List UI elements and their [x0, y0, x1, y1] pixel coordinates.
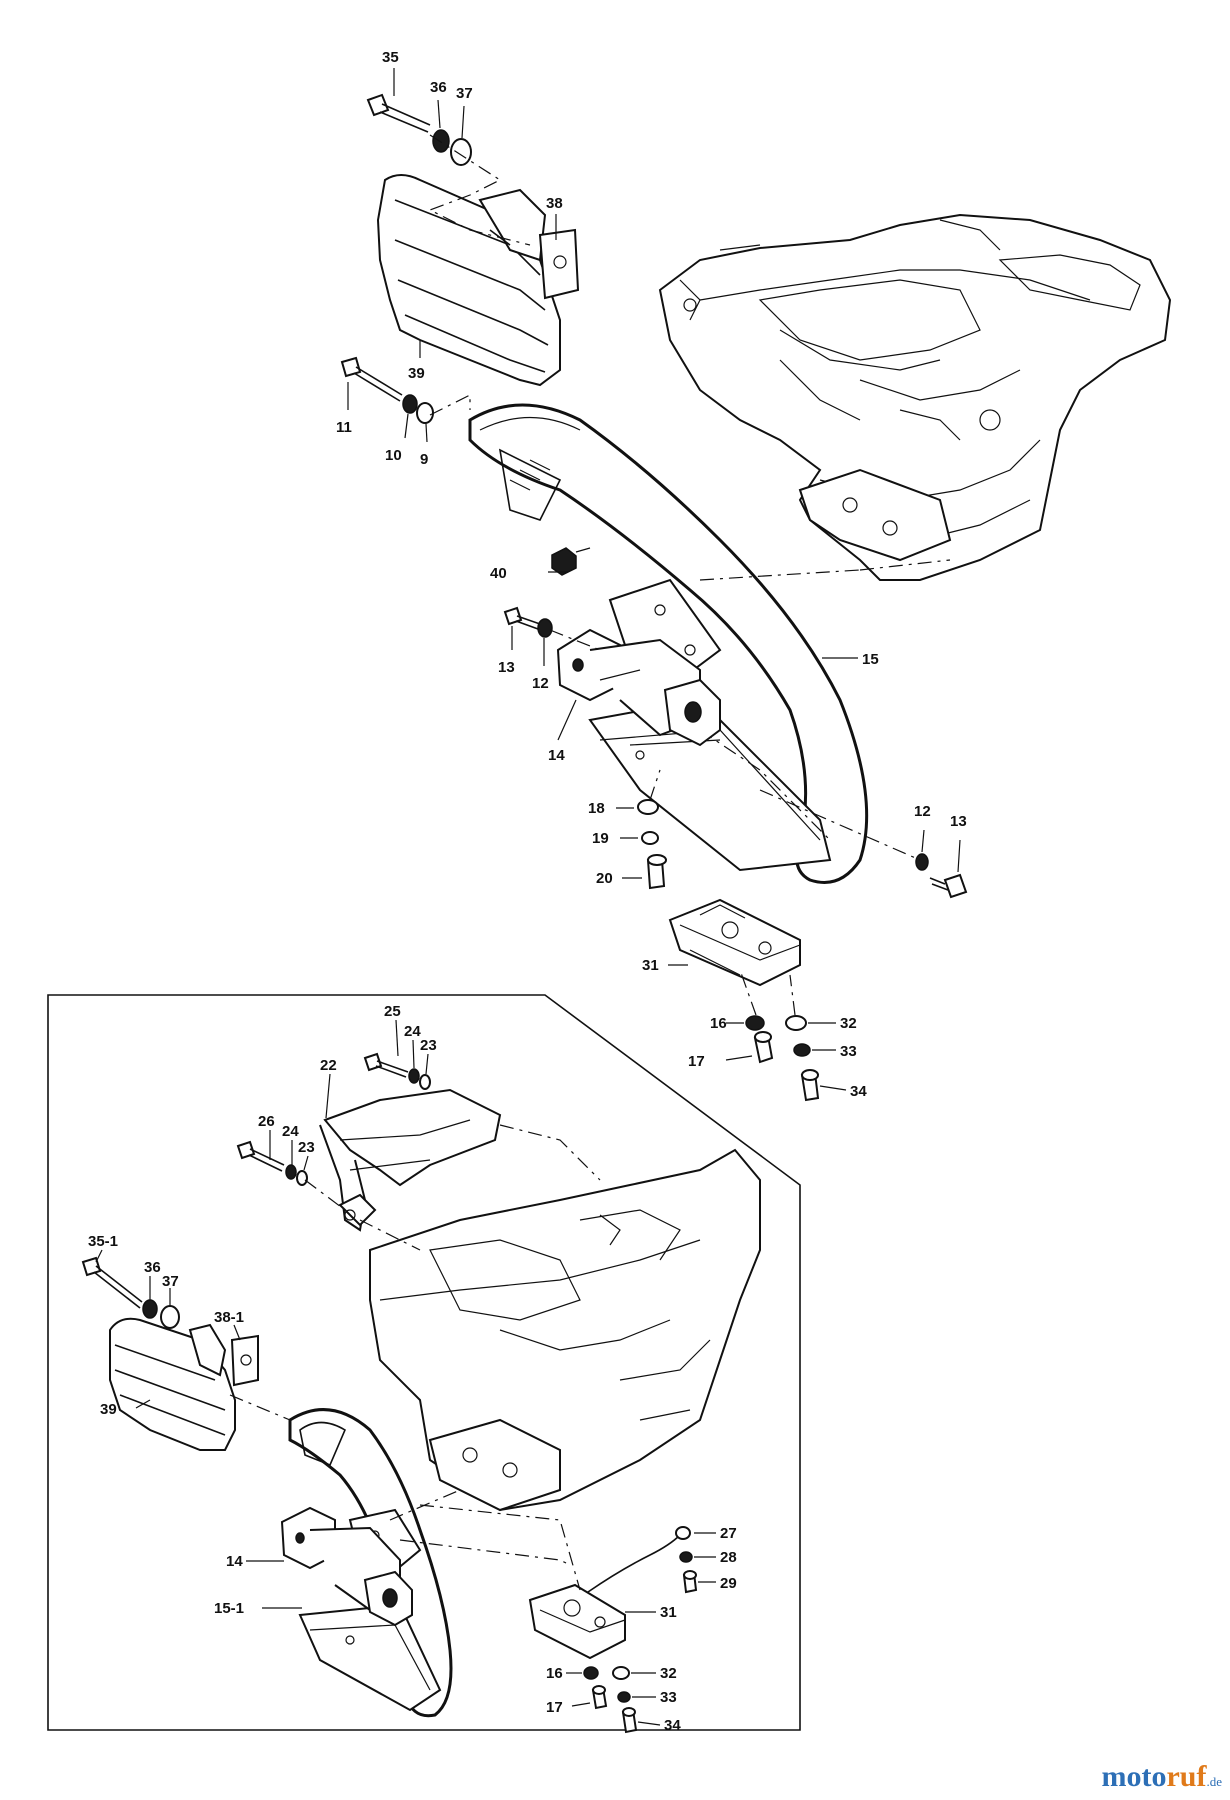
- label-39: 39: [408, 365, 425, 382]
- label-33: 33: [840, 1043, 857, 1060]
- label-40: 40: [490, 565, 507, 582]
- engine-housing: [658, 213, 1172, 581]
- label-10: 10: [385, 447, 402, 464]
- bracket-31-upper: [668, 898, 801, 987]
- bracket-31-inset: [419, 1504, 681, 1660]
- watermark-domain: .de: [1206, 1774, 1222, 1789]
- watermark-logo: motoruf.de: [1101, 1760, 1222, 1794]
- hand-guard-inset: [109, 1317, 291, 1451]
- bolt-13-left: [503, 606, 601, 651]
- label-39-inset: 39: [100, 1401, 117, 1418]
- label-38: 38: [546, 195, 563, 212]
- label-12: 12: [532, 675, 549, 692]
- label-18: 18: [588, 800, 605, 817]
- nut-40: [551, 547, 577, 576]
- label-31: 31: [642, 957, 659, 974]
- label-29: 29: [720, 1575, 737, 1592]
- label-14-inset: 14: [226, 1553, 243, 1570]
- label-16-inset: 16: [546, 1665, 563, 1682]
- label-32-inset: 32: [660, 1665, 677, 1682]
- label-13-right: 13: [950, 813, 967, 830]
- label-14: 14: [548, 747, 565, 764]
- bracket-14: [556, 628, 721, 747]
- fasteners-18-20: [637, 769, 667, 890]
- label-11: 11: [336, 419, 352, 436]
- label-22: 22: [320, 1057, 337, 1074]
- bolt-35-1: [81, 1256, 180, 1329]
- label-35-1: 35-1: [88, 1233, 118, 1250]
- label-15: 15: [862, 651, 879, 668]
- label-15-1: 15-1: [214, 1600, 244, 1617]
- label-31-inset: 31: [660, 1604, 677, 1621]
- labels-upper: 35 36 37 38 39 11 10 9 40 13 12 14 15 12…: [336, 49, 967, 1100]
- lower-assembly: 25 24 23 22 26 24 23 35-1 36 37 38-1 39 …: [47, 994, 801, 1734]
- label-24: 24: [404, 1023, 421, 1040]
- inset-border: [47, 994, 801, 1731]
- upper-assembly: 35 36 37 38 39 11 10 9 40 13 12 14 15 12…: [336, 49, 1172, 1102]
- label-12-right: 12: [914, 803, 931, 820]
- label-16: 16: [710, 1015, 727, 1032]
- label-28: 28: [720, 1549, 737, 1566]
- label-36-inset: 36: [144, 1259, 161, 1276]
- label-33-inset: 33: [660, 1689, 677, 1706]
- label-13: 13: [498, 659, 515, 676]
- label-36: 36: [430, 79, 447, 96]
- label-24-lower: 24: [282, 1123, 299, 1140]
- engine-housing-inset: [369, 1148, 761, 1512]
- label-26: 26: [258, 1113, 275, 1130]
- bolt-11: [340, 356, 471, 424]
- label-25: 25: [384, 1003, 401, 1020]
- label-34: 34: [850, 1083, 867, 1100]
- label-37: 37: [456, 85, 473, 102]
- label-23-lower: 23: [298, 1139, 315, 1156]
- watermark-moto: moto: [1101, 1760, 1167, 1793]
- bolt-35: [366, 93, 531, 246]
- label-19: 19: [592, 830, 609, 847]
- bolt-13-right: [759, 789, 968, 899]
- fasteners-27-29: [675, 1526, 698, 1594]
- labels-inset: 25 24 23 22 26 24 23 35-1 36 37 38-1 39 …: [88, 1003, 737, 1734]
- label-27: 27: [720, 1525, 737, 1542]
- label-34-inset: 34: [664, 1717, 681, 1734]
- label-23: 23: [420, 1037, 437, 1054]
- label-37-inset: 37: [162, 1273, 179, 1290]
- hand-guard-upper: [376, 174, 580, 387]
- fasteners-16-17-inset: [583, 1666, 608, 1710]
- watermark-ruf: ruf: [1166, 1760, 1207, 1793]
- label-17: 17: [688, 1053, 705, 1070]
- label-9: 9: [420, 451, 428, 468]
- leader-lines-upper: [347, 68, 961, 1091]
- screw-26: [236, 1140, 346, 1211]
- screw-25: [363, 1052, 431, 1090]
- label-35: 35: [382, 49, 399, 66]
- label-38-1: 38-1: [214, 1309, 244, 1326]
- fasteners-32-34: [785, 974, 820, 1102]
- label-17-inset: 17: [546, 1699, 563, 1716]
- leader-lines-inset: [95, 1019, 716, 1726]
- brake-lever-22: [319, 1088, 601, 1251]
- bracket-14-inset: [280, 1506, 413, 1627]
- label-32: 32: [840, 1015, 857, 1032]
- label-20: 20: [596, 870, 613, 887]
- fasteners-16-17: [739, 969, 774, 1064]
- fasteners-32-34-inset: [612, 1666, 638, 1734]
